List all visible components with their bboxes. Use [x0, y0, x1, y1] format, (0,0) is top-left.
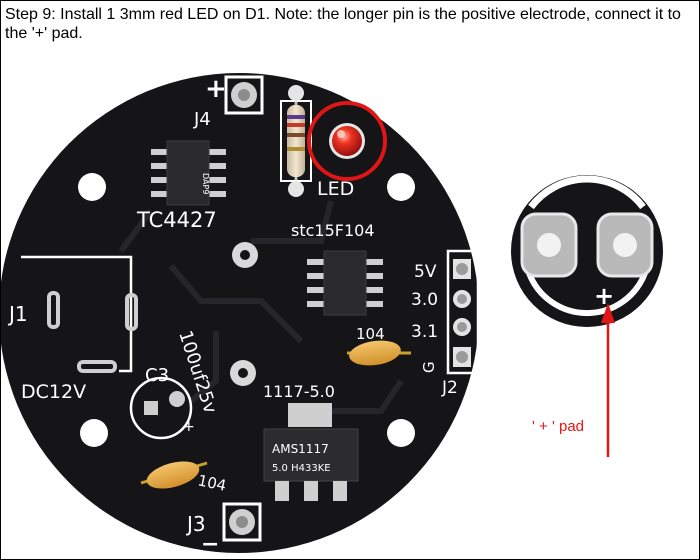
silkscreen-labels: + J4 LED TC4427 stc15F104 J1 DC12V C3 10… [7, 74, 458, 557]
svg-text:J1: J1 [7, 302, 28, 326]
svg-text:5V: 5V [414, 262, 437, 282]
svg-text:−: − [201, 532, 219, 557]
ams1117-regulator: AMS1117 5.0 H433KE [263, 403, 359, 501]
led-d1 [329, 123, 365, 159]
svg-text:1117-5.0: 1117-5.0 [263, 382, 335, 401]
svg-text:DAP9: DAP9 [201, 173, 210, 194]
plus-pad-caption: ' + ' pad [532, 418, 585, 435]
led-highlight-ring [307, 101, 387, 181]
svg-text:104: 104 [356, 325, 385, 343]
svg-text:DC12V: DC12V [21, 381, 86, 403]
stc-chip [307, 250, 383, 316]
resistor [280, 85, 312, 197]
ceramic-capacitor-right [347, 340, 411, 366]
svg-text:3.0: 3.0 [411, 290, 438, 310]
svg-text:104: 104 [196, 471, 228, 495]
svg-text:AMS1117: AMS1117 [272, 442, 329, 456]
svg-text:J2: J2 [441, 378, 458, 398]
j2-header [446, 249, 480, 375]
svg-text:J3: J3 [185, 512, 206, 536]
svg-text:+: + [594, 282, 614, 310]
svg-text:3.1: 3.1 [411, 322, 438, 342]
plus-pad-arrow [601, 303, 615, 457]
via-rings [230, 242, 258, 386]
j4-pad [224, 75, 264, 115]
j1-outline [21, 255, 133, 373]
j1-pads [47, 291, 138, 373]
svg-text:G: G [420, 361, 438, 373]
pcb-board [1, 73, 479, 553]
tc4427-chip: DAP9 [151, 140, 226, 206]
svg-text:+: + [183, 419, 195, 435]
instruction-text: Step 9: Install 1 3mm red LED on D1. Not… [5, 6, 681, 42]
ceramic-capacitor-bottom [140, 461, 208, 489]
mounting-holes [78, 173, 415, 447]
svg-text:TC4427: TC4427 [136, 208, 217, 232]
led-pad-zoom: + [511, 175, 663, 327]
svg-text:+: + [205, 74, 227, 104]
svg-text:J4: J4 [193, 109, 211, 130]
svg-text:C3: C3 [145, 365, 169, 386]
pcb-traces [118, 200, 404, 414]
svg-text:stc15F104: stc15F104 [291, 221, 375, 240]
c3-footprint [129, 376, 193, 440]
j3-pad [222, 502, 262, 542]
svg-text:5.0 H433KE: 5.0 H433KE [272, 463, 331, 474]
svg-text:LED: LED [317, 178, 354, 200]
